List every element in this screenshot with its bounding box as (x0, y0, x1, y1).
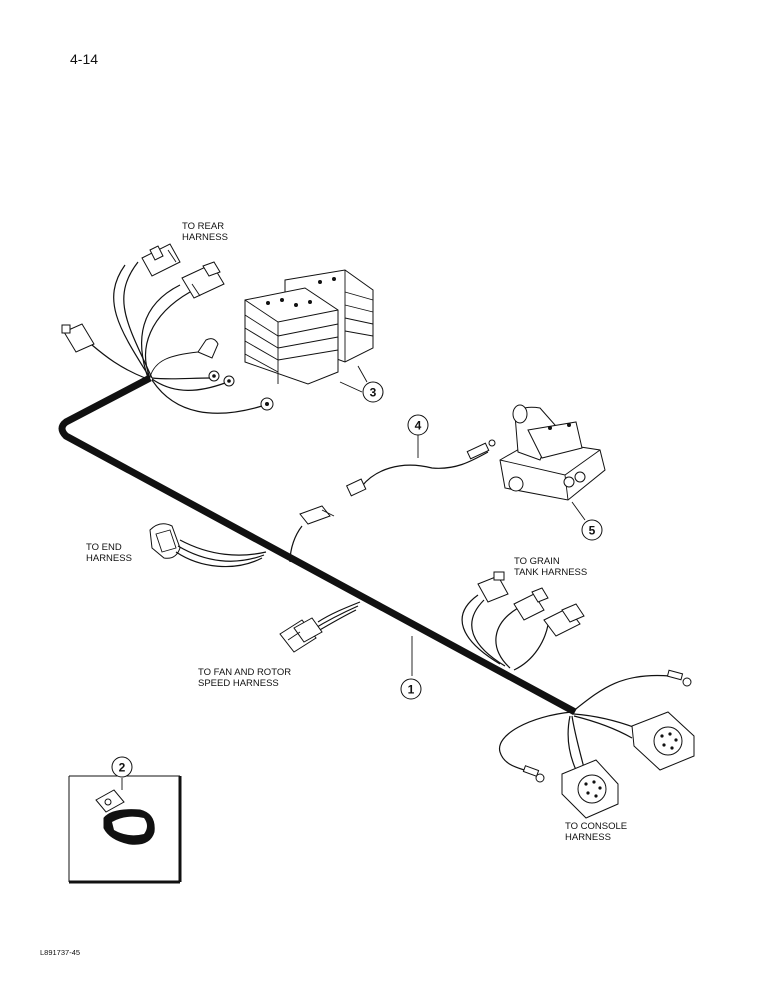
harness-module (289, 505, 335, 563)
rear-harness-label-line1: TO REAR (182, 221, 224, 232)
console-harness-label-line1: TO CONSOLE (565, 821, 627, 832)
end-harness-connector (149, 523, 267, 568)
ring-terminal-console-2 (522, 765, 545, 783)
top-branch-wires (91, 261, 263, 414)
solenoid-valve (499, 404, 606, 501)
fan-rotor-connector (279, 601, 361, 653)
svg-text:2: 2 (119, 761, 126, 775)
ring-terminal-3 (260, 397, 274, 411)
grain-tank-connector-3 (543, 603, 585, 637)
console-connector-1 (631, 711, 695, 771)
rear-harness-connector-1 (141, 243, 181, 277)
plug-connector-left (61, 323, 95, 353)
rubber-boot (197, 338, 219, 359)
rear-harness-label-line2: HARNESS (182, 232, 228, 243)
leader-5 (571, 501, 586, 521)
ring-terminal-console-1 (666, 669, 692, 687)
ring-terminal-2 (223, 375, 235, 387)
figure-code: L891737-45 (40, 948, 80, 957)
svg-text:5: 5 (589, 524, 596, 538)
p-clamp (95, 789, 155, 845)
grain-tank-connector-1 (477, 571, 509, 603)
grain-tank-label-line2: TANK HARNESS (514, 567, 587, 578)
grain-tank-connector-2 (513, 587, 549, 621)
main-harness (58, 374, 577, 716)
rear-harness-connector-2 (181, 261, 225, 299)
fan-rotor-label-line2: SPEED HARNESS (198, 678, 279, 689)
callout-2: 2 (111, 756, 133, 778)
leader-3a (339, 381, 363, 393)
callout-1: 1 (400, 678, 422, 700)
console-branch-wires (499, 674, 671, 773)
callout-3: 3 (362, 381, 384, 403)
svg-text:4: 4 (415, 419, 422, 433)
callout-4: 4 (407, 414, 429, 436)
leader-3b (357, 365, 368, 383)
end-harness-label-line1: TO END (86, 542, 122, 553)
svg-text:1: 1 (408, 683, 415, 697)
end-harness-label-line2: HARNESS (86, 553, 132, 564)
console-harness-label-line2: HARNESS (565, 832, 611, 843)
callout-5: 5 (581, 519, 603, 541)
inline-diode (345, 439, 496, 497)
ring-terminal-1 (208, 370, 220, 382)
grain-tank-branch (461, 594, 549, 671)
clamp-inset (68, 775, 182, 884)
fan-rotor-label-line1: TO FAN AND ROTOR (198, 667, 291, 678)
relay-stack-front (244, 277, 339, 385)
grain-tank-label-line1: TO GRAIN (514, 556, 560, 567)
page-number: 4-14 (70, 51, 98, 67)
svg-text:3: 3 (370, 386, 377, 400)
console-connector-2 (561, 759, 619, 819)
